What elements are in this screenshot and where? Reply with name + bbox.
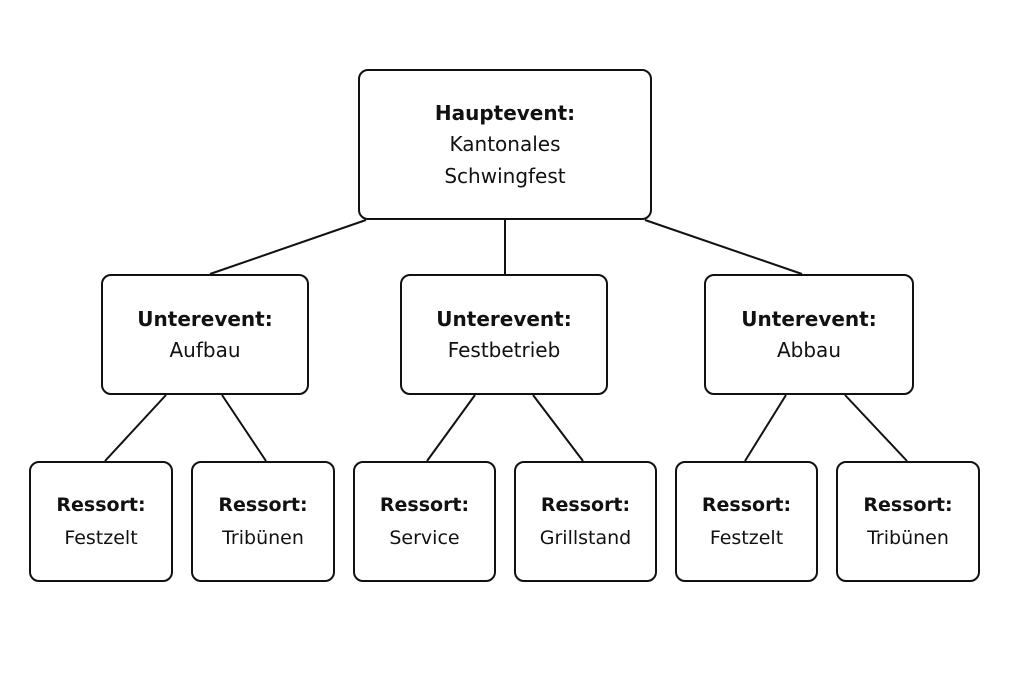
node-unterevent-value: Festbetrieb bbox=[447, 337, 561, 362]
node-ressort-value: Grillstand bbox=[539, 526, 632, 549]
node-hauptevent-value-line1: Kantonales bbox=[449, 131, 561, 156]
connector-abbau-to-tribuenen bbox=[844, 394, 908, 462]
node-ressort-festzelt-abbau: Ressort: Festzelt bbox=[675, 461, 818, 582]
node-ressort-label: Ressort: bbox=[701, 493, 792, 516]
node-ressort-value: Tribünen bbox=[867, 526, 949, 549]
node-ressort-service: Ressort: Service bbox=[353, 461, 496, 582]
node-unterevent-value: Aufbau bbox=[169, 337, 241, 362]
node-ressort-tribuenen-abbau: Ressort: Tribünen bbox=[836, 461, 980, 582]
node-ressort-label: Ressort: bbox=[540, 493, 631, 516]
node-ressort-label: Ressort: bbox=[863, 493, 953, 516]
node-unterevent-label: Unterevent: bbox=[137, 306, 273, 331]
connector-aufbau-to-tribuenen bbox=[221, 394, 267, 462]
node-ressort-value: Festzelt bbox=[64, 526, 138, 549]
node-unterevent-abbau: Unterevent: Abbau bbox=[704, 274, 914, 395]
node-ressort-value: Service bbox=[389, 526, 460, 549]
node-ressort-value: Festzelt bbox=[709, 526, 784, 549]
node-hauptevent-label: Hauptevent: bbox=[434, 100, 576, 125]
node-unterevent-value: Abbau bbox=[776, 337, 841, 362]
node-unterevent-label: Unterevent: bbox=[741, 306, 877, 331]
connector-abbau-to-festzelt bbox=[744, 394, 787, 462]
node-ressort-tribuenen-aufbau: Ressort: Tribünen bbox=[191, 461, 335, 582]
node-ressort-value: Tribünen bbox=[222, 526, 304, 549]
node-unterevent-aufbau: Unterevent: Aufbau bbox=[101, 274, 309, 395]
node-ressort-label: Ressort: bbox=[218, 493, 308, 516]
node-unterevent-label: Unterevent: bbox=[436, 306, 572, 331]
connector-festbetrieb-to-grillstand bbox=[532, 394, 584, 462]
node-ressort-label: Ressort: bbox=[379, 493, 470, 516]
connector-aufbau-to-festzelt bbox=[104, 394, 167, 462]
node-hauptevent: Hauptevent: Kantonales Schwingfest bbox=[358, 69, 652, 220]
connector-root-to-aufbau bbox=[209, 219, 367, 275]
node-ressort-grillstand: Ressort: Grillstand bbox=[514, 461, 657, 582]
node-ressort-festzelt-aufbau: Ressort: Festzelt bbox=[29, 461, 173, 582]
connector-festbetrieb-to-service bbox=[426, 394, 476, 462]
connector-root-to-abbau bbox=[644, 219, 803, 275]
node-ressort-label: Ressort: bbox=[56, 493, 146, 516]
node-unterevent-festbetrieb: Unterevent: Festbetrieb bbox=[400, 274, 608, 395]
node-hauptevent-value-line2: Schwingfest bbox=[444, 163, 566, 188]
